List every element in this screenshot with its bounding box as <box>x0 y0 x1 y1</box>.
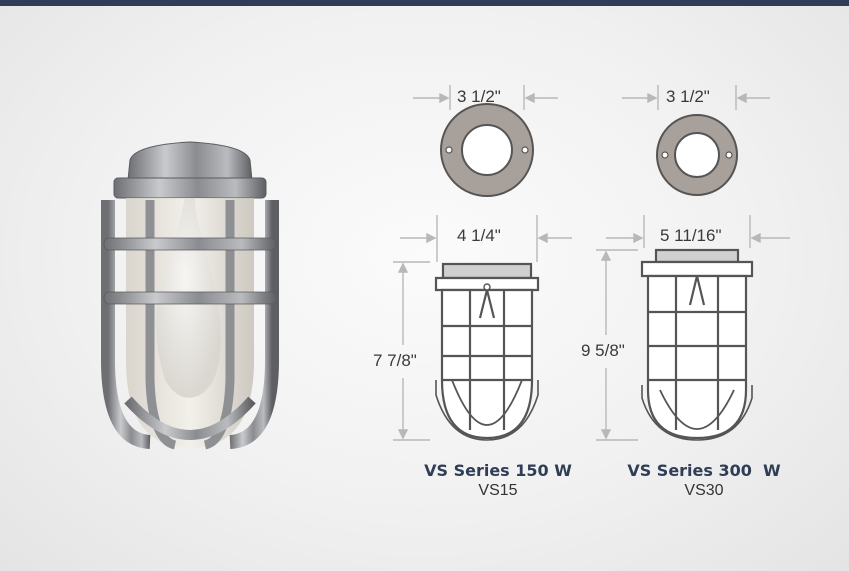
fixture-1-body-width-label: 4 1/4" <box>457 226 501 245</box>
fixture-2-series: VS Series 300 W <box>627 461 781 480</box>
fixture-1-caption: VS Series 150 W VS15 <box>403 461 593 500</box>
fixture-2-drawing <box>640 114 754 441</box>
fixture-1-ring-inner <box>461 124 513 176</box>
fixture-1-model: VS15 <box>478 482 518 499</box>
fixture-1-ring-width-label: 3 1/2" <box>457 87 501 106</box>
fixture-2-body-width-label: 5 11/16" <box>660 226 722 245</box>
fixture-photo <box>101 141 279 450</box>
fixture-1-height-label: 7 7/8" <box>373 351 417 370</box>
fixture-2-ring-inner <box>674 132 720 178</box>
fixture-2-model: VS30 <box>684 482 724 499</box>
dimension-lines <box>393 85 790 441</box>
header-bar <box>0 0 849 6</box>
fixture-2-ring-width-label: 3 1/2" <box>666 87 710 106</box>
fixture-2-height-label: 9 5/8" <box>581 341 625 360</box>
fixture-1-series: VS Series 150 W <box>424 461 572 480</box>
fixture-2-caption: VS Series 300 W VS30 <box>609 461 799 500</box>
fixture-1-drawing <box>434 103 540 441</box>
